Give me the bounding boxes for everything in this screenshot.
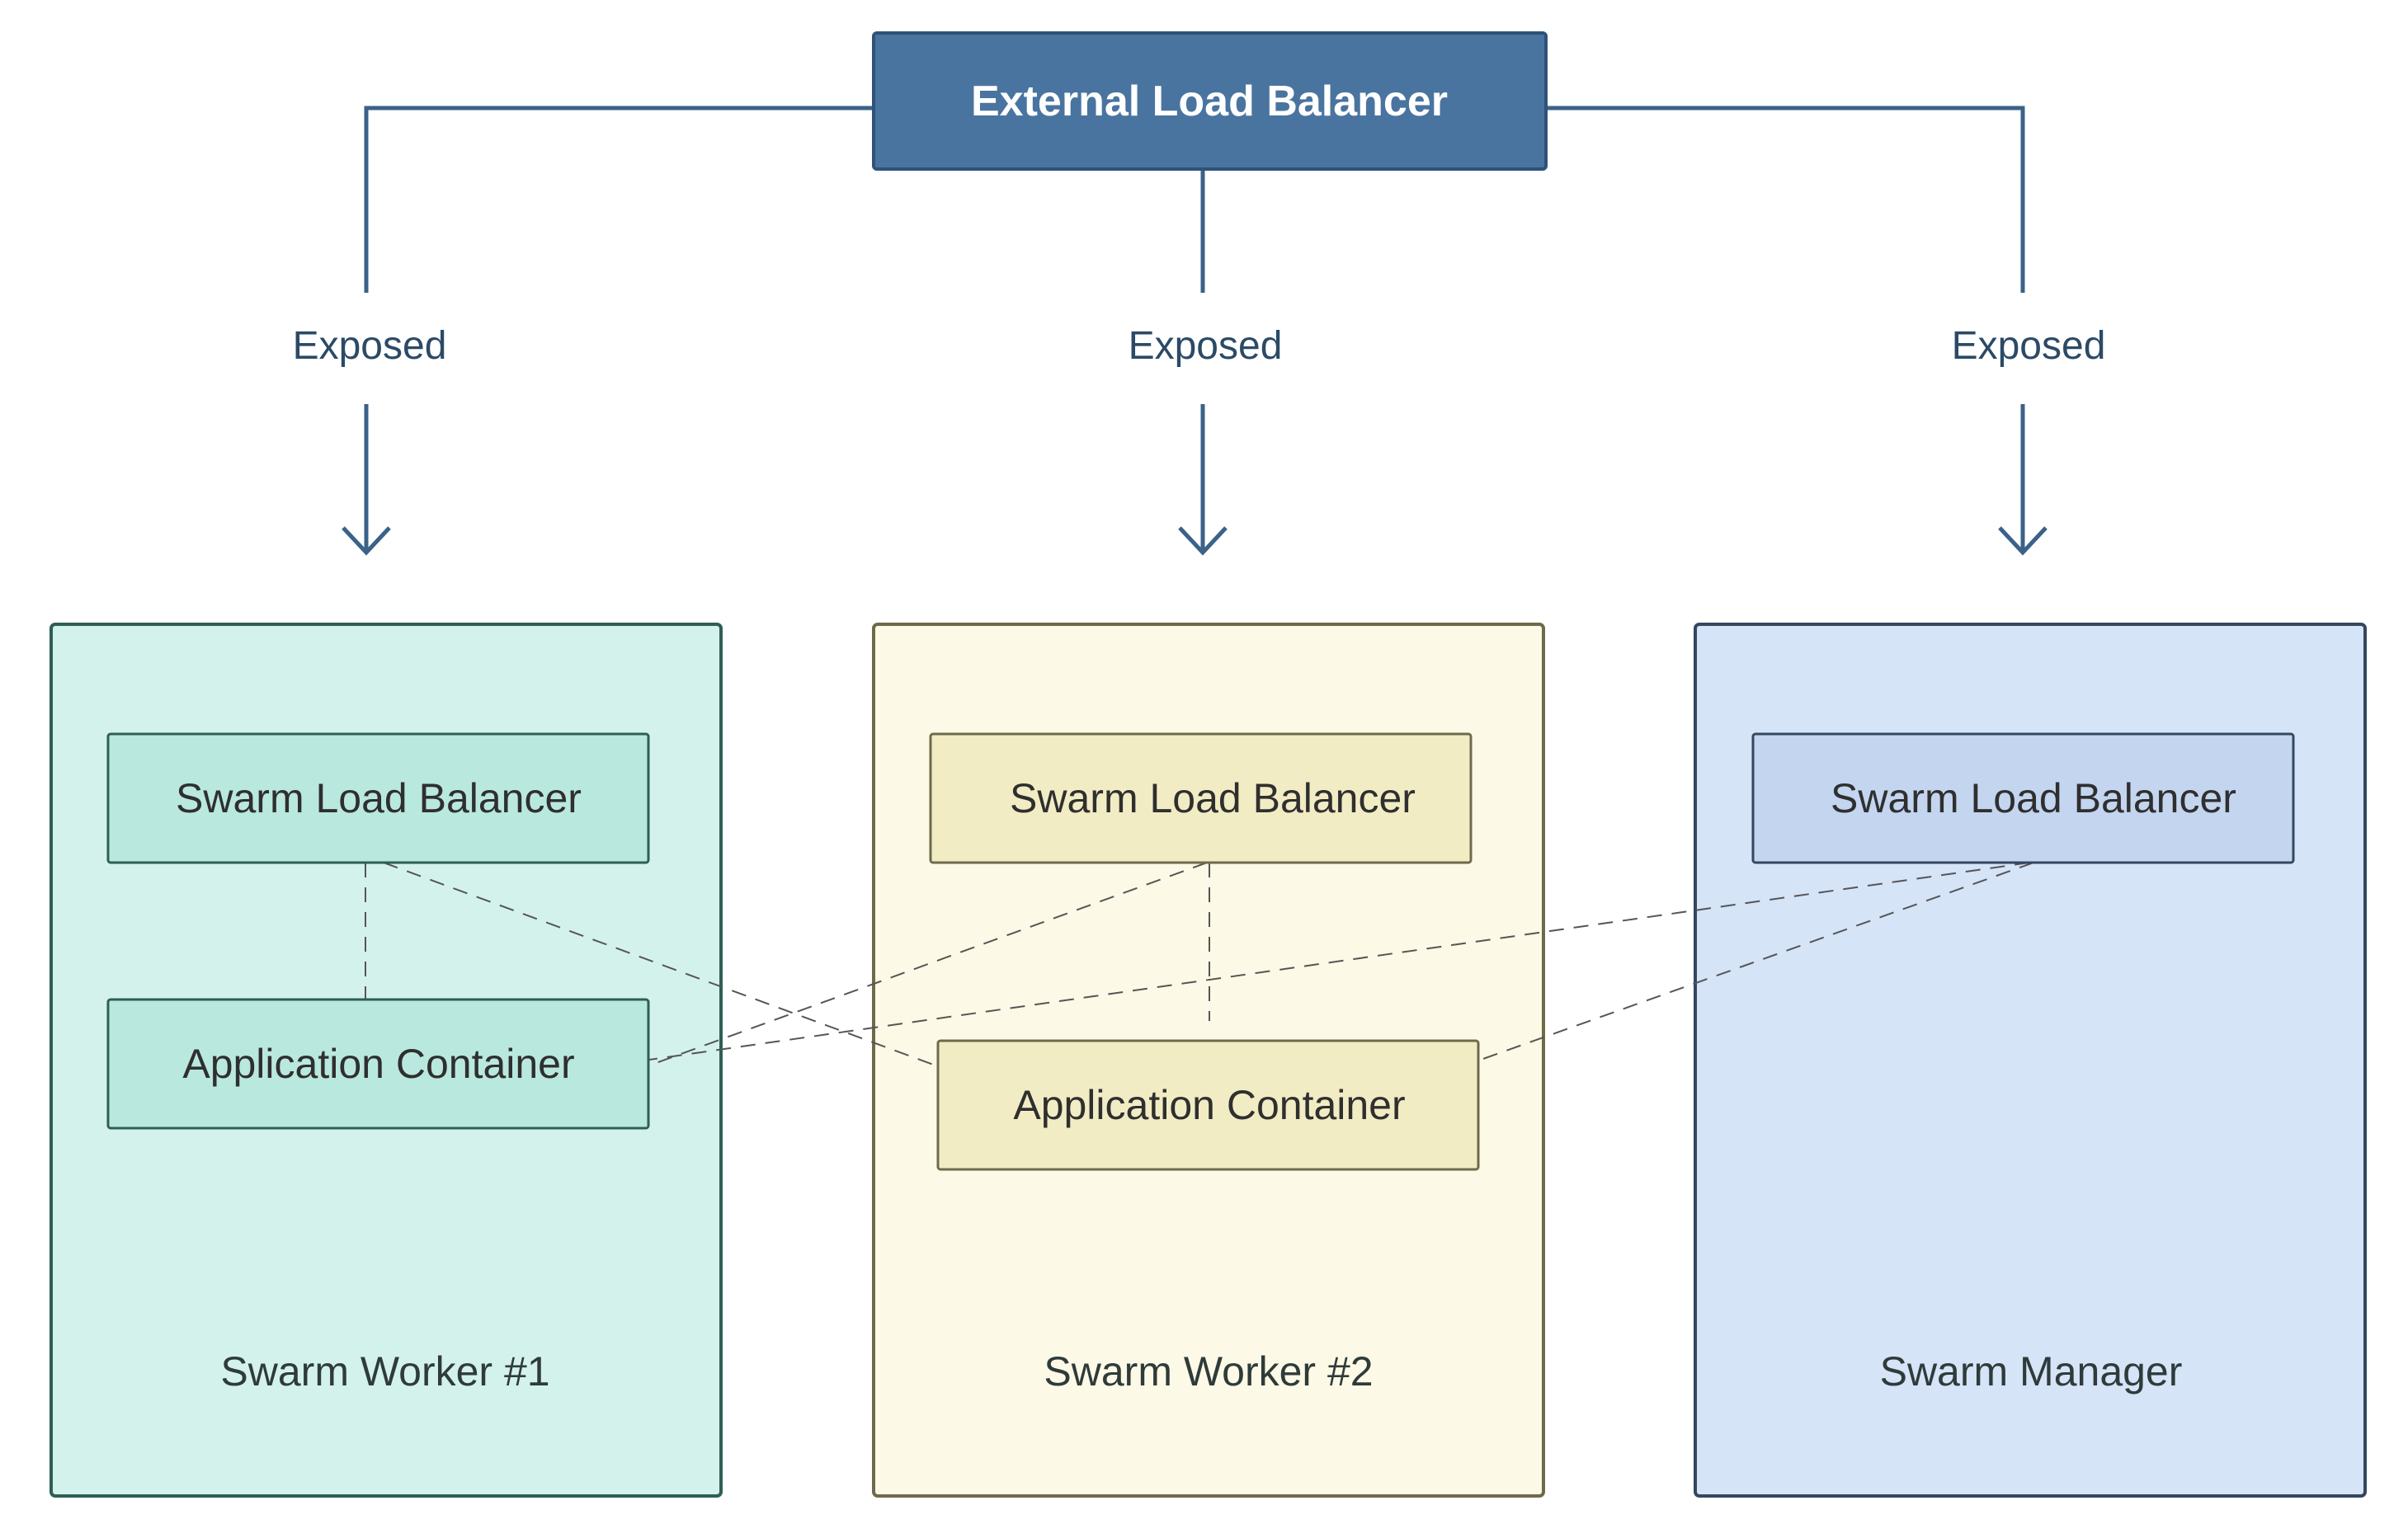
worker-1-app-container-label: Application Container <box>182 1041 574 1087</box>
worker-2-app-container-label: Application Container <box>1013 1082 1405 1128</box>
edge-label-worker-2: Exposed <box>1129 324 1283 368</box>
worker-1-swarm-lb-node[interactable] <box>106 732 650 864</box>
worker-1-swarm-lb-label: Swarm Load Balancer <box>176 775 582 821</box>
worker-2-cluster-label: Swarm Worker #2 <box>1044 1348 1373 1395</box>
external-load-balancer-node[interactable] <box>872 31 1548 171</box>
dashed-connections <box>365 862 2034 1067</box>
edge-to-manager <box>1545 106 2025 293</box>
edge-label-worker-1: Exposed <box>293 324 447 368</box>
dashed-link-mlb-w1app <box>648 862 2030 1061</box>
manager-swarm-lb-node[interactable] <box>1751 732 2295 864</box>
edge-to-worker-1 <box>364 106 874 293</box>
manager-swarm-lb-label: Swarm Load Balancer <box>1831 775 2236 821</box>
arrowhead-worker-1 <box>342 526 391 556</box>
worker-2-app-container-node[interactable] <box>936 1039 1480 1171</box>
worker-1-cluster-label: Swarm Worker #1 <box>220 1348 549 1395</box>
exposed-edges <box>342 106 2048 556</box>
external-load-balancer-label: External Load Balancer <box>971 78 1448 125</box>
arrowhead-worker-2 <box>1178 526 1228 556</box>
worker-2-swarm-lb-node[interactable] <box>929 732 1473 864</box>
edge-label-manager: Exposed <box>1952 324 2106 368</box>
worker-2-swarm-lb-label: Swarm Load Balancer <box>1010 775 1416 821</box>
worker-1-app-container-node[interactable] <box>106 998 650 1130</box>
arrowhead-manager <box>1998 526 2048 556</box>
manager-cluster-label: Swarm Manager <box>1880 1348 2183 1395</box>
